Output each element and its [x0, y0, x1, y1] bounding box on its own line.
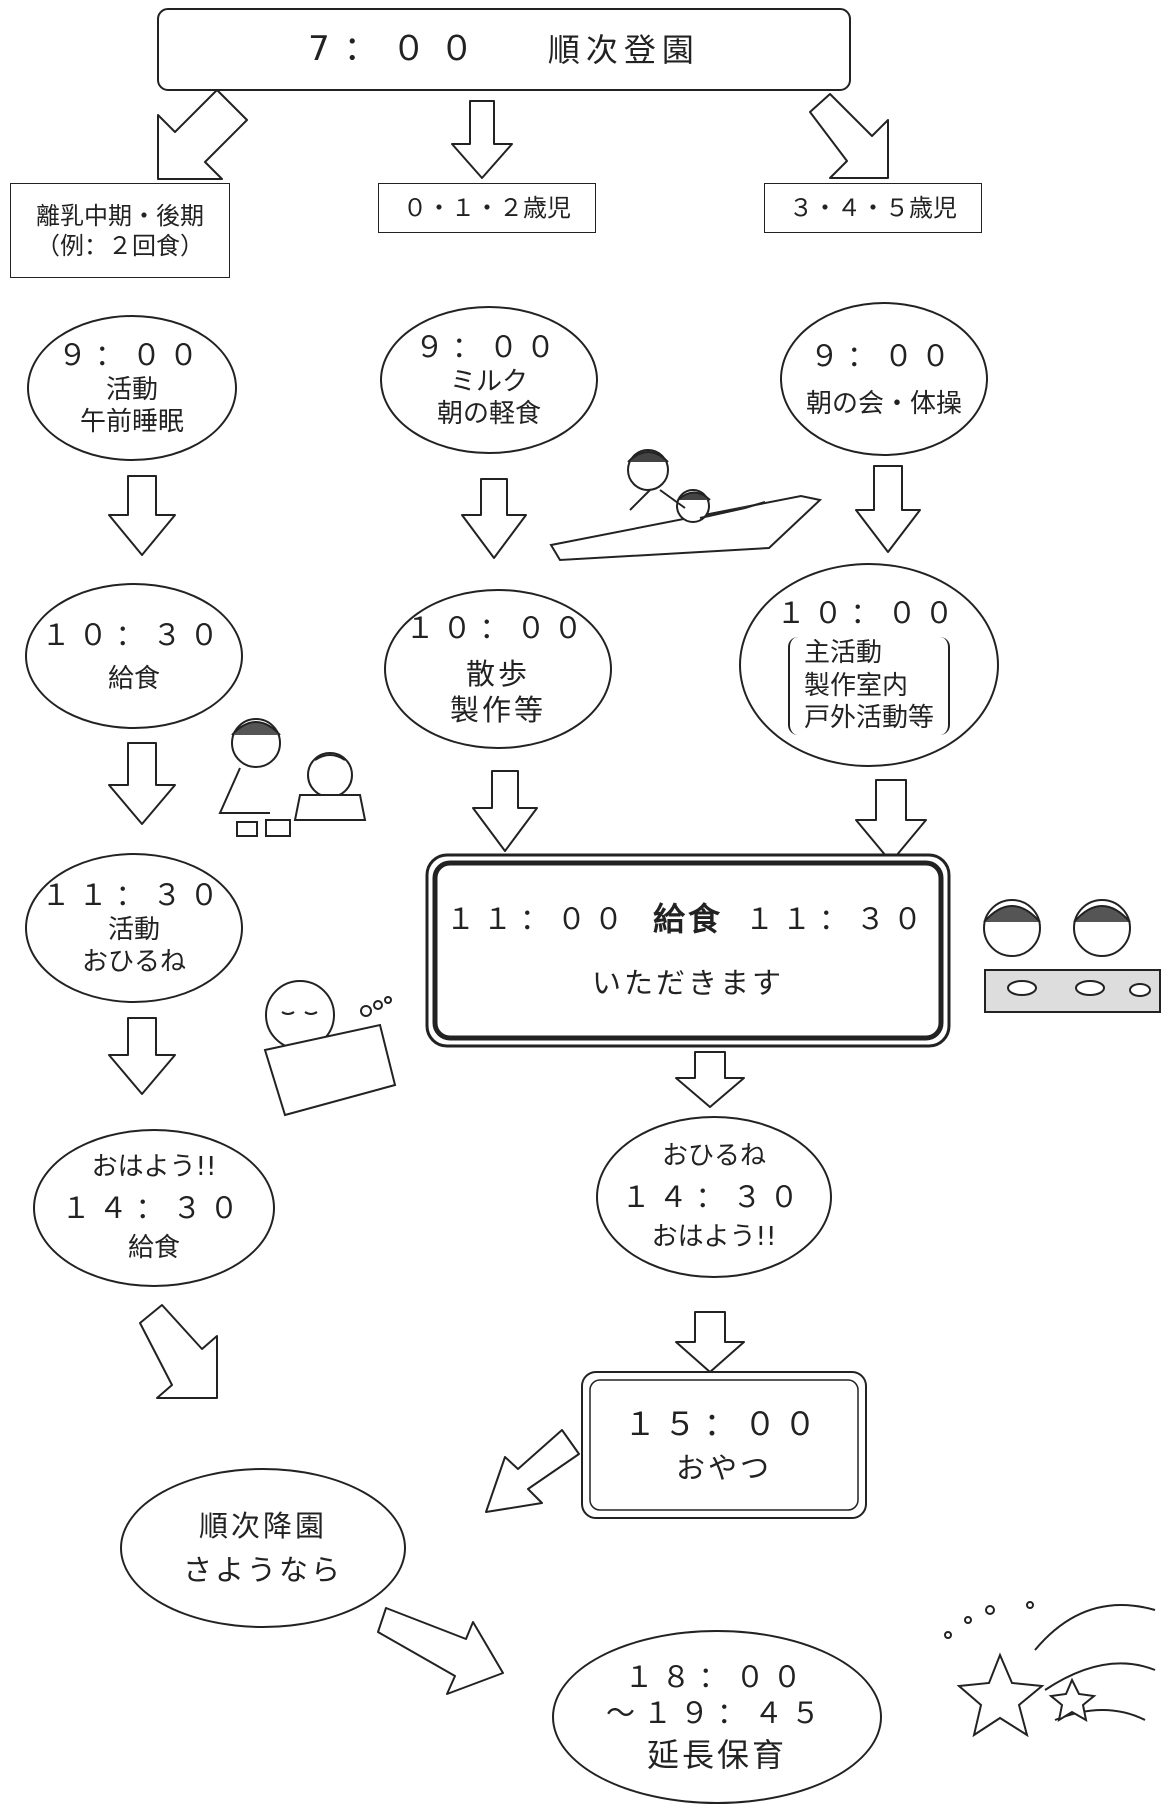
age012-1000-time: １０：００	[405, 610, 591, 645]
departure-node: 順次降園 さようなら	[120, 1468, 406, 1628]
title-box	[157, 8, 851, 91]
age012-1000-line2: 製作等	[449, 693, 546, 728]
infant-0900-line2: 午前睡眠	[79, 407, 184, 438]
lunch-time-a: １１：００	[445, 902, 631, 937]
lunch-box-inner	[432, 860, 944, 1041]
infant-1030-time: １０：３０	[41, 617, 227, 652]
arrow-snack-to-departure	[485, 1429, 580, 1513]
arrow-departure-to-extended	[377, 1607, 504, 1695]
title-node: 7：００ 順次登園	[158, 9, 850, 90]
infant-0900-line1: 活動	[105, 374, 158, 405]
age345-1000-line2: 製作室内	[803, 670, 908, 701]
extended-node: １８：００ ～１９：４５ 延長保育	[552, 1630, 882, 1804]
children-eating-lunch-icon	[983, 899, 1161, 1013]
lunch-time-b: １１：３０	[744, 902, 930, 937]
arrow-nap-to-snack	[675, 1311, 745, 1373]
group-age345-label: ３・４・５歳児	[789, 194, 957, 222]
age012-0900-line1: ミルク	[449, 366, 528, 397]
departure-line1: 順次降園	[198, 1508, 327, 1543]
extended-time-b: ～１９：４５	[605, 1696, 828, 1730]
group-age012-label: ０・１・２歳児	[403, 194, 571, 222]
arrow-age345-1	[855, 465, 921, 553]
crawling-babies-on-mat-icon	[549, 449, 823, 562]
lunch-greeting: いただきます	[591, 966, 784, 1001]
arrow-age012-2	[472, 770, 538, 852]
age012-1000-line1: 散歩	[465, 656, 530, 691]
arrow-title-to-age012	[451, 100, 513, 179]
lunch-box-outer	[425, 853, 951, 1048]
age345-0900-time: ９：００	[809, 338, 958, 373]
age012-0900-line2: 朝の軽食	[436, 399, 541, 430]
arrow-infant-to-departure	[139, 1304, 218, 1399]
group-infant-line2: （例：２回食）	[36, 231, 204, 260]
infant-node-1430: おはよう!! １４：３０ 給食	[33, 1129, 275, 1287]
age345-1000-bracket: 主活動 製作室内 戸外活動等	[787, 637, 950, 735]
arrow-infant-2	[108, 742, 176, 825]
extended-time-a: １８：００	[624, 1659, 810, 1694]
extended-label: 延長保育	[646, 1736, 787, 1775]
infant-1430-line0: おはよう!!	[91, 1152, 217, 1183]
arrow-title-to-infant	[157, 89, 248, 180]
arrow-infant-1	[108, 475, 176, 556]
arrow-infant-3	[108, 1017, 176, 1095]
snack-node: １５：００ おやつ	[590, 1380, 858, 1510]
lunch-top-row: １１：００ 給食 １１：３０	[435, 899, 941, 939]
group-age012-box: ０・１・２歳児	[378, 183, 596, 233]
lunch-label: 給食	[652, 900, 723, 939]
arrow-lunch-to-nap	[675, 1051, 745, 1108]
age345-1000-line1: 主活動	[803, 638, 882, 669]
infant-1030-line1: 給食	[107, 663, 160, 694]
title-time: 7：００	[308, 29, 488, 70]
group-age345-box: ３・４・５歳児	[764, 183, 982, 233]
snack-label: おやつ	[675, 1450, 772, 1485]
age012-0900-time: ９：００	[414, 330, 563, 365]
age345-node-0900: ９：００ 朝の会・体操	[780, 302, 988, 456]
group-infant-box: 離乳中期・後期 （例：２回食）	[10, 183, 230, 278]
age345-1000-time: １０：００	[776, 596, 962, 631]
age345-node-1000: １０：００ 主活動 製作室内 戸外活動等	[739, 563, 999, 767]
arrow-age012-1	[461, 478, 527, 559]
nap-line1: おひるね	[661, 1141, 766, 1172]
sleeping-baby-icon	[263, 980, 397, 1117]
infant-node-1030: １０：３０ 給食	[25, 583, 243, 729]
title-label: 順次登園	[547, 30, 700, 69]
age012-node-1000: １０：００ 散歩 製作等	[384, 589, 612, 749]
age345-0900-line1: 朝の会・体操	[805, 388, 962, 419]
infant-1430-time: １４：３０	[61, 1190, 247, 1225]
departure-line2: さようなら	[182, 1553, 343, 1587]
infant-node-1130: １１：３０ 活動 おひるね	[25, 853, 243, 1003]
age345-1000-line3: 戸外活動等	[803, 703, 934, 734]
group-infant-line1: 離乳中期・後期	[36, 201, 204, 230]
infant-1130-line1: 活動	[107, 914, 160, 945]
shooting-star-icon	[944, 1601, 1156, 1738]
age012-node-0900: ９：００ ミルク 朝の軽食	[380, 306, 598, 454]
nap-line2: おはよう!!	[651, 1222, 777, 1253]
infant-1130-line2: おひるね	[81, 947, 186, 978]
infant-0900-time: ９：００	[57, 338, 206, 373]
infant-1130-time: １１：３０	[41, 878, 227, 913]
nap-node: おひるね １４：３０ おはよう!!	[596, 1116, 832, 1278]
arrow-age345-2	[855, 779, 927, 863]
infant-1430-line1: 給食	[127, 1233, 180, 1264]
snack-box-inner	[589, 1379, 859, 1511]
snack-box-outer	[581, 1371, 867, 1519]
infant-node-0900: ９：００ 活動 午前睡眠	[27, 315, 237, 461]
nap-time: １４：３０	[621, 1179, 807, 1214]
arrow-title-to-age345	[809, 93, 889, 179]
snack-time: １５：００	[623, 1404, 824, 1443]
lunch-node: １１：００ 給食 １１：３０ いただきます	[435, 863, 941, 1038]
feeding-baby-icon	[218, 718, 367, 837]
